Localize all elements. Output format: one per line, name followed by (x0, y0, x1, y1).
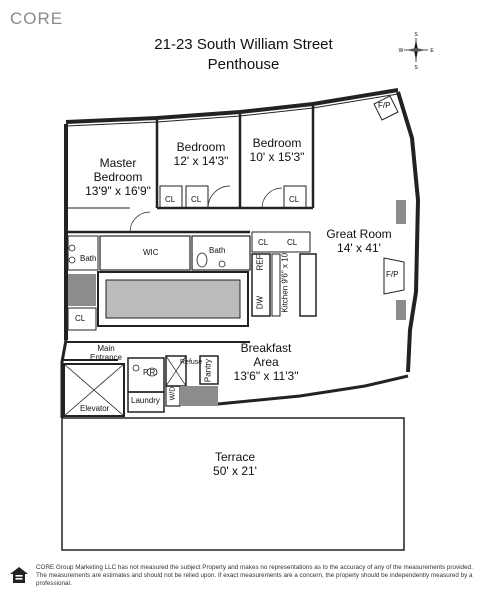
terrace-dims: 50' x 21' (213, 463, 257, 478)
great-room-dims: 14' x 41' (337, 240, 381, 255)
bedroom-1-label: Bedroom 12' x 14'3" (165, 140, 237, 169)
terrace-name: Terrace (214, 450, 255, 464)
main-entrance-line-1: Main (97, 344, 115, 353)
closet-bedroom1-b: CL (191, 195, 202, 204)
great-room-name: Great Room (326, 227, 392, 241)
breakfast-name-2: Area (253, 354, 279, 369)
fp-great-room-label: F/P (386, 270, 399, 279)
pantry-label: Pantry (203, 358, 213, 383)
master-bedroom-label: Master Bedroom 13'9" x 16'9" (78, 156, 158, 198)
page-title: 21-23 South William Street (154, 36, 333, 53)
closet-master: CL (75, 314, 86, 323)
ref-label: REF (255, 254, 265, 271)
closet-bedroom2: CL (289, 195, 300, 204)
bedroom-1-dims: 12' x 14'3" (173, 153, 229, 168)
disclaimer-text: CORE Group Marketing LLC has not measure… (36, 564, 473, 587)
closet-bedroom1-a: CL (165, 195, 176, 204)
kitchen-dims: 9'6" x 10' (280, 251, 290, 284)
unit-subtitle: Penthouse (207, 56, 280, 73)
powder-room-label: P.R. (143, 368, 158, 377)
svg-text:S: S (414, 32, 418, 38)
breakfast-area-label: Breakfast Area 13'6" x 11'3" (226, 341, 306, 383)
bedroom-2-name: Bedroom (252, 136, 302, 150)
main-entrance-line-2: Entrance (89, 353, 123, 363)
svg-text:E: E (430, 48, 434, 54)
bath-fixtures (68, 244, 226, 377)
fp-top-label: F/P (378, 101, 391, 110)
bath-hall-label: Bath (209, 246, 226, 255)
breakfast-name-1: Breakfast (240, 341, 292, 355)
breakfast-dims: 13'6" x 11'3" (233, 368, 299, 383)
core-logo: CORE (10, 9, 64, 28)
interior-walls (61, 106, 405, 551)
bedroom-2-label: Bedroom 10' x 15'3" (242, 136, 312, 165)
wd-label: W/D (169, 386, 177, 401)
fireplace-great-room (383, 257, 405, 295)
bedroom-2-dims: 10' x 15'3" (249, 149, 305, 164)
kitchen-label: Kitchen 9'6" x 10' (280, 251, 290, 313)
fireplace-top (373, 95, 399, 121)
master-bedroom-name-1: Master (99, 156, 137, 170)
elevator-label: Elevator (80, 404, 110, 413)
svg-text:W: W (399, 48, 404, 54)
main-entrance-label: Main Entrance (86, 344, 126, 362)
dw-label: DW (255, 295, 265, 310)
walk-in-closet-label: WIC (143, 248, 159, 257)
closet-hall-2: CL (287, 238, 298, 247)
bedroom-1-name: Bedroom (176, 140, 226, 154)
refuse-label: Refuse (180, 359, 203, 366)
equal-housing-icon (10, 567, 28, 583)
gray-structures (68, 200, 406, 406)
bath-master-label: Bath (80, 254, 97, 263)
master-bedroom-dims: 13'9" x 16'9" (85, 183, 151, 198)
closet-hall-1: CL (258, 238, 269, 247)
laundry-label: Laundry (131, 396, 160, 405)
svg-text:S: S (414, 65, 418, 70)
terrace-label: Terrace 50' x 21' (200, 450, 270, 479)
exterior-walls (60, 88, 421, 418)
compass-rose-icon: S E W S (399, 32, 434, 70)
great-room-label: Great Room 14' x 41' (320, 227, 398, 256)
kitchen-name: Kitchen (280, 285, 290, 313)
master-bedroom-name-2: Bedroom (93, 169, 143, 184)
